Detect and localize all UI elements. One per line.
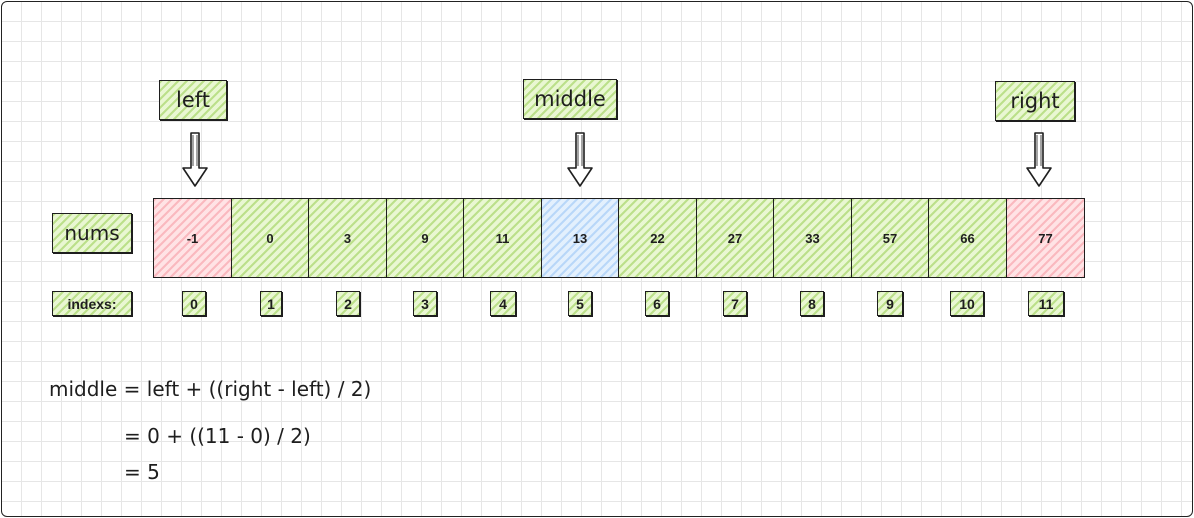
middle-pointer-arrow: [565, 132, 595, 188]
array-cell: 27: [696, 198, 774, 278]
index-row-label: indexs:: [52, 291, 132, 316]
array-cell-right: 77: [1006, 198, 1085, 278]
index-box: 6: [645, 291, 669, 316]
array-cell: 22: [618, 198, 697, 278]
array-cell: 0: [231, 198, 309, 278]
index-box: 0: [182, 291, 206, 316]
index-box: 10: [950, 291, 984, 316]
right-pointer-arrow: [1024, 132, 1054, 188]
array-cell-middle: 13: [541, 198, 619, 278]
formula-line-2: = 0 + ((11 - 0) / 2): [124, 424, 311, 448]
array-name-label: nums: [52, 213, 132, 253]
array-cell: 57: [851, 198, 929, 278]
index-box: 9: [877, 291, 903, 316]
array-cell: -1: [153, 198, 232, 278]
middle-pointer-label: middle: [523, 79, 617, 119]
left-pointer-arrow: [180, 132, 210, 188]
array-cell: 9: [386, 198, 464, 278]
formula-line-3: = 5: [124, 460, 160, 484]
array-cell: 11: [463, 198, 542, 278]
index-box: 5: [568, 291, 592, 316]
formula-line-1: middle = left + ((right - left) / 2): [49, 377, 372, 401]
index-box: 4: [490, 291, 516, 316]
index-box: 1: [260, 291, 282, 316]
index-box: 7: [723, 291, 747, 316]
left-pointer-label: left: [159, 80, 227, 120]
array-cell: 66: [928, 198, 1007, 278]
index-box: 2: [336, 291, 360, 316]
array-cell: 33: [773, 198, 852, 278]
array-cell: 3: [308, 198, 387, 278]
index-box: 8: [800, 291, 824, 316]
index-box: 11: [1028, 291, 1064, 316]
index-box: 3: [413, 291, 437, 316]
right-pointer-label: right: [995, 81, 1075, 121]
